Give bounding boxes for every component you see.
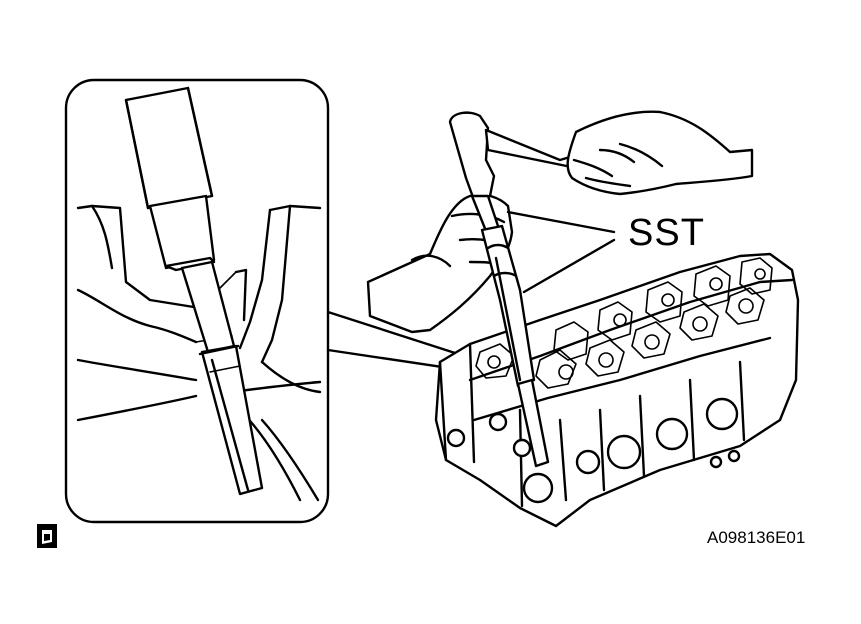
detail-inset xyxy=(64,78,330,524)
sst-leader-lower xyxy=(522,238,616,294)
cylinder-head xyxy=(434,252,800,528)
book-icon xyxy=(37,524,57,548)
left-hand xyxy=(366,193,514,334)
sst-leader-upper xyxy=(506,210,616,234)
sst-label: SST xyxy=(628,212,705,254)
figure-code: A098136E01 xyxy=(707,528,806,547)
right-hand xyxy=(484,110,754,196)
sst-tool xyxy=(448,111,550,468)
